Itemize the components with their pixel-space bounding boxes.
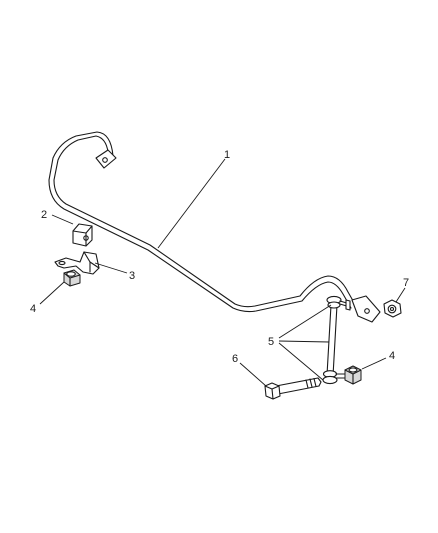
leader-2 bbox=[51, 214, 74, 225]
leader-5a bbox=[278, 304, 332, 339]
callout-labels: 1 2 3 4 5 6 7 4 bbox=[30, 149, 409, 365]
leader-lines bbox=[39, 158, 406, 387]
callout-2: 2 bbox=[41, 209, 47, 221]
leader-5c bbox=[278, 342, 324, 381]
callout-3: 3 bbox=[129, 270, 135, 282]
nut-left bbox=[63, 269, 81, 287]
nut-right bbox=[344, 365, 362, 385]
leader-5b bbox=[278, 340, 330, 343]
callout-5: 5 bbox=[268, 336, 274, 348]
bushing bbox=[72, 223, 93, 247]
leader-7 bbox=[395, 287, 406, 303]
callout-6: 6 bbox=[232, 353, 238, 365]
nut-top bbox=[383, 299, 402, 318]
stabilizer-links bbox=[322, 295, 351, 385]
leader-1 bbox=[157, 158, 226, 249]
callout-7: 7 bbox=[403, 277, 409, 289]
leader-6 bbox=[239, 362, 267, 387]
callout-1: 1 bbox=[224, 149, 230, 161]
callout-4-right: 4 bbox=[389, 350, 395, 362]
bracket bbox=[54, 251, 100, 275]
callout-4-left: 4 bbox=[30, 303, 36, 315]
leader-4-right bbox=[361, 357, 387, 370]
bolt bbox=[264, 377, 322, 400]
leader-4-left bbox=[39, 281, 65, 305]
stabilizer-bar bbox=[48, 131, 381, 323]
leader-3 bbox=[94, 262, 128, 274]
